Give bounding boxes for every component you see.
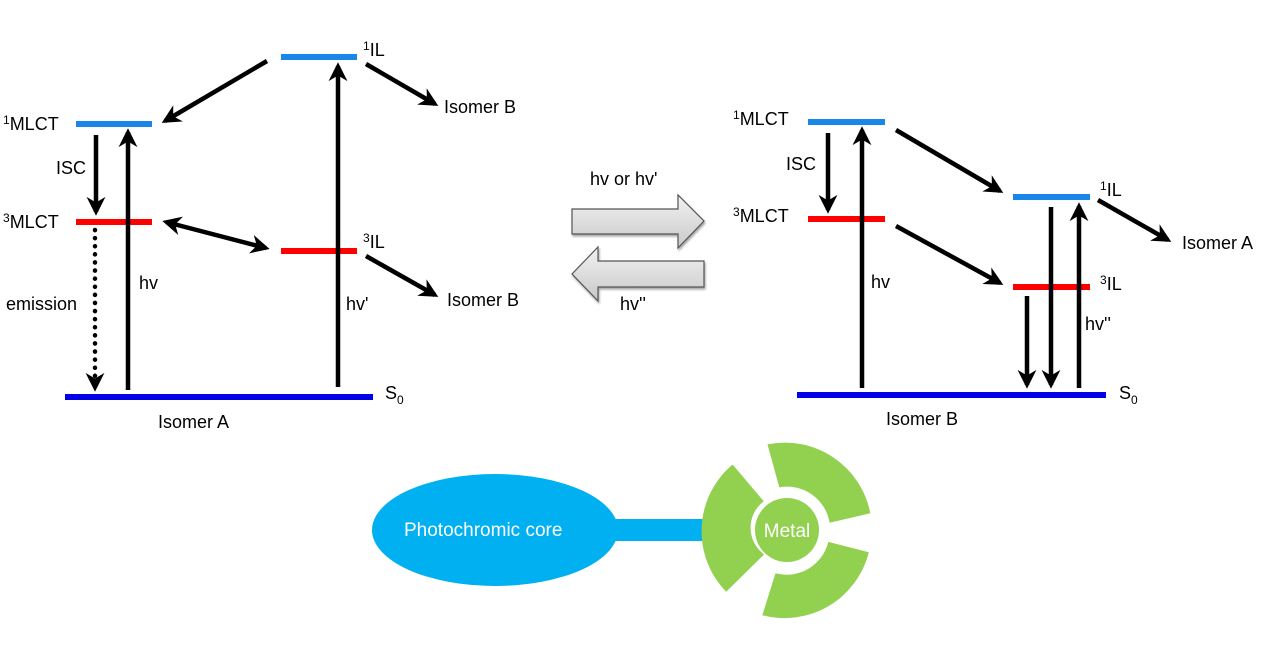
right-product-isomer-a: Isomer A [1182, 233, 1253, 253]
right-3mlct-to-3il-arrow [894, 224, 1004, 285]
right-1mlct-label: 1MLCT [733, 108, 789, 129]
right-ground-state-label: S0 [1119, 383, 1138, 407]
right-1il-label: 1IL [1100, 179, 1122, 200]
forward-conversion-label: hv or hv' [590, 169, 657, 189]
left-1il-to-1mlct-arrow [161, 59, 269, 123]
left-isomer-label: Isomer A [158, 412, 229, 432]
left-3mlct-3il-equilibrium-arrow [162, 216, 270, 254]
photochromic-core-ellipse [372, 474, 618, 586]
left-hv-prime-label: hv' [346, 294, 368, 314]
right-jablonski-diagram: 1MLCT 3MLCT 1IL 3IL S0 ISC hv hv'' Isome… [733, 108, 1253, 429]
left-hv-label: hv [139, 273, 158, 293]
left-1il-to-isomer-b-arrow [364, 62, 439, 106]
left-product-isomer-b-2: Isomer B [447, 290, 519, 310]
interconversion-arrows: hv or hv' hv'' [571, 169, 705, 314]
left-3mlct-label: 3MLCT [3, 211, 59, 232]
left-3il-label: 3IL [363, 231, 385, 252]
right-hv-label: hv [871, 272, 890, 292]
left-emission-label: emission [6, 294, 77, 314]
ligand-segment-left [701, 464, 765, 592]
ligand-segment-top [767, 442, 871, 523]
metal-label: Metal [764, 521, 810, 542]
reverse-conversion-arrow [571, 245, 705, 303]
metal-center [755, 498, 819, 562]
left-jablonski-diagram: 1MLCT 3MLCT 1IL 3IL S0 ISC emission hv h… [3, 39, 519, 432]
right-isomer-label: Isomer B [886, 409, 958, 429]
reverse-conversion-label: hv'' [620, 294, 646, 314]
forward-conversion-arrow [571, 193, 705, 250]
right-hv-double-prime-label: hv'' [1085, 314, 1111, 334]
left-3il-to-isomer-b-arrow [364, 254, 439, 297]
photochromic-core-label: Photochromic core [404, 520, 562, 541]
left-isc-label: ISC [56, 158, 86, 178]
right-3mlct-label: 3MLCT [733, 205, 789, 226]
left-ground-state-label: S0 [385, 383, 404, 407]
photochromic-metal-schematic: Photochromic core Metal [372, 442, 871, 619]
left-product-isomer-b-1: Isomer B [444, 97, 516, 117]
ligand-segment-bottom [762, 541, 869, 619]
right-3il-label: 3IL [1100, 273, 1122, 294]
right-1il-to-isomer-a-arrow [1096, 198, 1172, 242]
left-1mlct-label: 1MLCT [3, 113, 59, 134]
right-1mlct-to-1il-arrow [894, 128, 1004, 193]
right-isc-label: ISC [786, 154, 816, 174]
left-1il-label: 1IL [363, 39, 385, 60]
